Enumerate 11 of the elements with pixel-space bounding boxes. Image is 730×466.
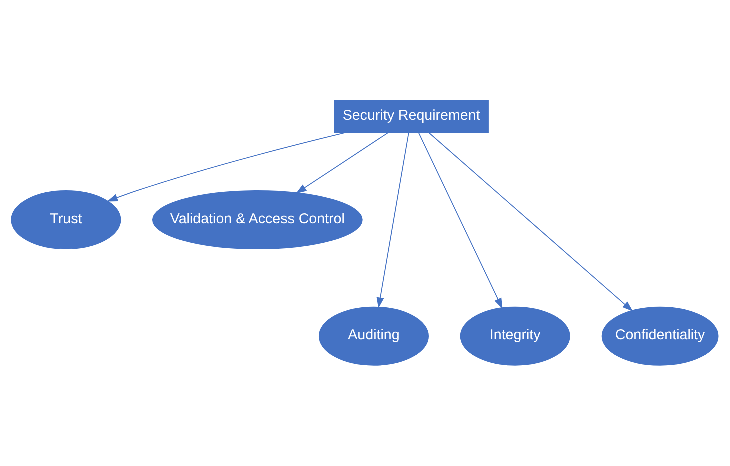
node-ellipse: Integrity (460, 306, 570, 366)
node-ellipse: Confidentiality (602, 306, 719, 366)
arrow (107, 132, 346, 202)
arrow (428, 132, 634, 312)
node-ellipse: Trust (11, 190, 122, 250)
node-ellipse: Validation & Access Control (152, 190, 363, 250)
node-box: Security Requirement (334, 100, 489, 134)
node-ellipse: Auditing (318, 306, 429, 366)
arrow (376, 132, 410, 308)
arrow (418, 132, 503, 310)
arrow (296, 132, 389, 194)
